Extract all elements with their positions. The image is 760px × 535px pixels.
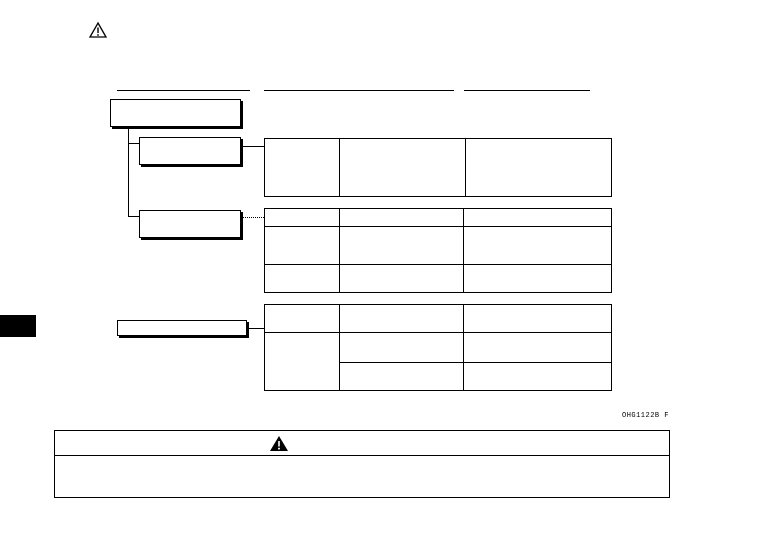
connector-child-1-to-table-1 (243, 146, 264, 147)
warning-panel (54, 430, 670, 498)
detail-table-2 (264, 208, 612, 293)
warning-filled-icon (270, 436, 288, 451)
child-node-2-box (139, 210, 241, 238)
diagram-code: OHG1122B F (622, 412, 670, 420)
column-header-rule-2 (264, 90, 454, 91)
detail-table-1 (264, 138, 612, 197)
column-header-rule-3 (464, 90, 590, 91)
lower-node-box (117, 320, 247, 336)
tree-trunk-line (128, 127, 129, 216)
section-tab-marker (0, 315, 36, 337)
connector-child-2-to-table-2 (243, 217, 264, 218)
root-node-box (110, 99, 241, 127)
branch-line-1 (128, 143, 139, 144)
detail-table-3 (264, 304, 612, 391)
child-node-1-box (139, 137, 241, 165)
branch-line-2 (128, 216, 139, 217)
column-header-rule-1 (117, 90, 250, 91)
connector-lower-node-to-table-3 (249, 328, 264, 329)
warning-panel-divider (55, 455, 669, 456)
caution-outline-icon (88, 21, 108, 38)
